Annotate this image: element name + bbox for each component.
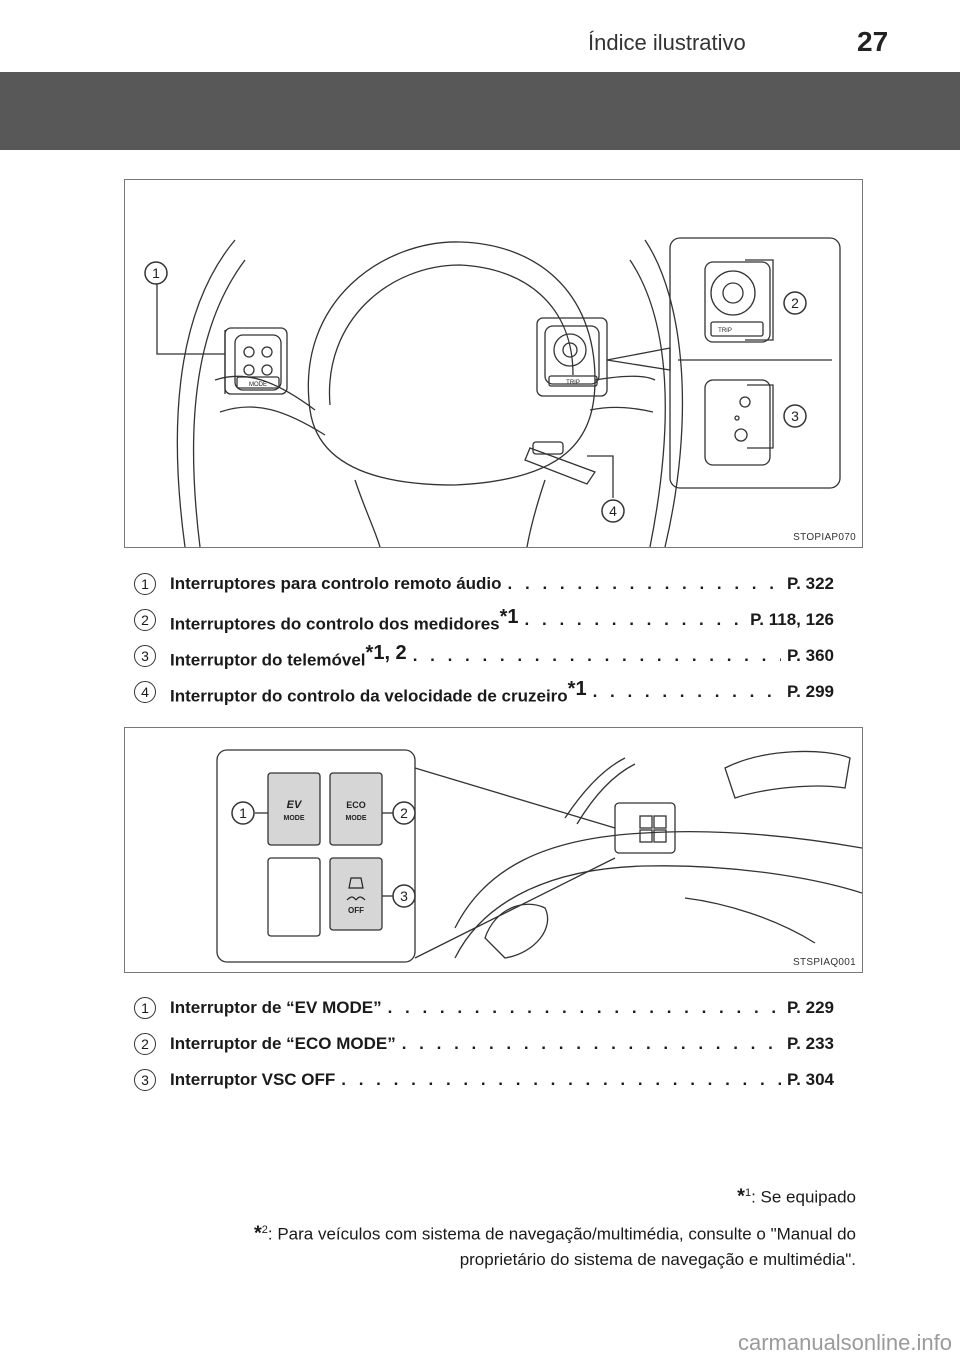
callout-2: 2	[400, 805, 408, 821]
leader-dots	[593, 682, 781, 702]
footnote-marker: *1, 2	[365, 641, 407, 664]
list-item: 3 Interruptor VSC OFF P. 304	[134, 1062, 834, 1098]
item-number: 1	[134, 573, 156, 595]
callout-2: 2	[791, 295, 799, 311]
page-reference: P. 229	[787, 998, 834, 1017]
footnote-2: *2: Para veículos com sistema de navegaç…	[253, 1222, 856, 1270]
section-title: Índice ilustrativo	[588, 30, 746, 55]
footnote-marker: *1	[567, 677, 587, 700]
page-header: Índice ilustrativo 27	[0, 0, 960, 66]
mode-label: MODE	[249, 382, 267, 388]
callout-3: 3	[400, 888, 408, 904]
item-number: 2	[134, 609, 156, 631]
vsc-icon	[346, 877, 366, 901]
item-number: 3	[134, 645, 156, 667]
header-band	[0, 72, 960, 150]
callout-4: 4	[609, 503, 617, 519]
item-label: Interruptor do controlo da velocidade de…	[170, 677, 587, 706]
callout-1: 1	[152, 265, 160, 281]
steering-wheel-figure: 1 2 3 4 MODE TRIP TRIP STOPIAP070	[124, 179, 863, 548]
item-label: Interruptor de “ECO MODE”	[170, 1034, 396, 1053]
item-number: 1	[134, 997, 156, 1019]
watermark: carmanualsonline.info	[737, 1330, 952, 1355]
leader-dots	[341, 1070, 781, 1090]
leader-dots	[508, 574, 781, 594]
trip-label: TRIP	[566, 380, 580, 386]
list-item: 1 Interruptor de “EV MODE” P. 229	[134, 990, 834, 1026]
inset-trip-label: TRIP	[718, 328, 732, 334]
item-label: Interruptor VSC OFF	[170, 1070, 336, 1089]
page-reference: P. 233	[787, 1034, 834, 1053]
console-switch-list: 1 Interruptor de “EV MODE” P. 229 2 Inte…	[134, 990, 834, 1098]
item-label: Interruptores para controlo remoto áudio	[170, 574, 502, 593]
page-reference: P. 322	[787, 574, 834, 593]
steering-wheel-illustration: 1 2 3 4 MODE TRIP TRIP	[144, 237, 841, 548]
list-item: 4 Interruptor do controlo da velocidade …	[134, 674, 834, 710]
list-item: 3 Interruptor do telemóvel*1, 2 P. 360	[134, 638, 834, 674]
leader-dots	[402, 1034, 781, 1054]
page-reference: P. 360	[787, 646, 834, 665]
vsc-off-text: OFF	[348, 906, 364, 915]
item-label: Interruptor de “EV MODE”	[170, 998, 382, 1017]
callout-1: 1	[239, 805, 247, 821]
console-figure: 1 2 3 EV MODE ECO MODE OFF STSPIAQ001	[124, 727, 863, 973]
eco-mode-text: MODE	[346, 815, 367, 822]
page-reference: P. 299	[787, 682, 834, 701]
list-item: 1 Interruptores para controlo remoto áud…	[134, 566, 834, 602]
steering-switch-list: 1 Interruptores para controlo remoto áud…	[134, 566, 834, 710]
console-illustration: 1 2 3 EV MODE ECO MODE OFF	[216, 749, 863, 963]
footnote-1: *1: Se equipado	[737, 1185, 856, 1208]
ev-button-text: EV	[287, 799, 303, 811]
figure-code: STSPIAQ001	[792, 957, 856, 968]
footnote-marker: *1	[499, 605, 519, 628]
page-reference: P. 304	[787, 1070, 834, 1089]
item-number: 4	[134, 681, 156, 703]
figure-code: STOPIAP070	[793, 532, 856, 543]
callout-3: 3	[791, 408, 799, 424]
list-item: 2 Interruptor de “ECO MODE” P. 233	[134, 1026, 834, 1062]
item-number: 3	[134, 1069, 156, 1091]
list-item: 2 Interruptores do controlo dos medidore…	[134, 602, 834, 638]
item-label: Interruptores do controlo dos medidores*…	[170, 605, 519, 634]
item-label: Interruptor do telemóvel*1, 2	[170, 641, 407, 670]
leader-dots	[388, 998, 781, 1018]
eco-button-text: ECO	[346, 800, 366, 810]
footnotes: *1: Se equipado *2: Para veículos com si…	[196, 1180, 856, 1273]
page-number: 27	[857, 26, 889, 57]
leader-dots	[525, 610, 745, 630]
item-number: 2	[134, 1033, 156, 1055]
leader-dots	[413, 646, 781, 666]
ev-mode-text: MODE	[284, 815, 305, 822]
page-reference: P. 118, 126	[750, 610, 834, 629]
